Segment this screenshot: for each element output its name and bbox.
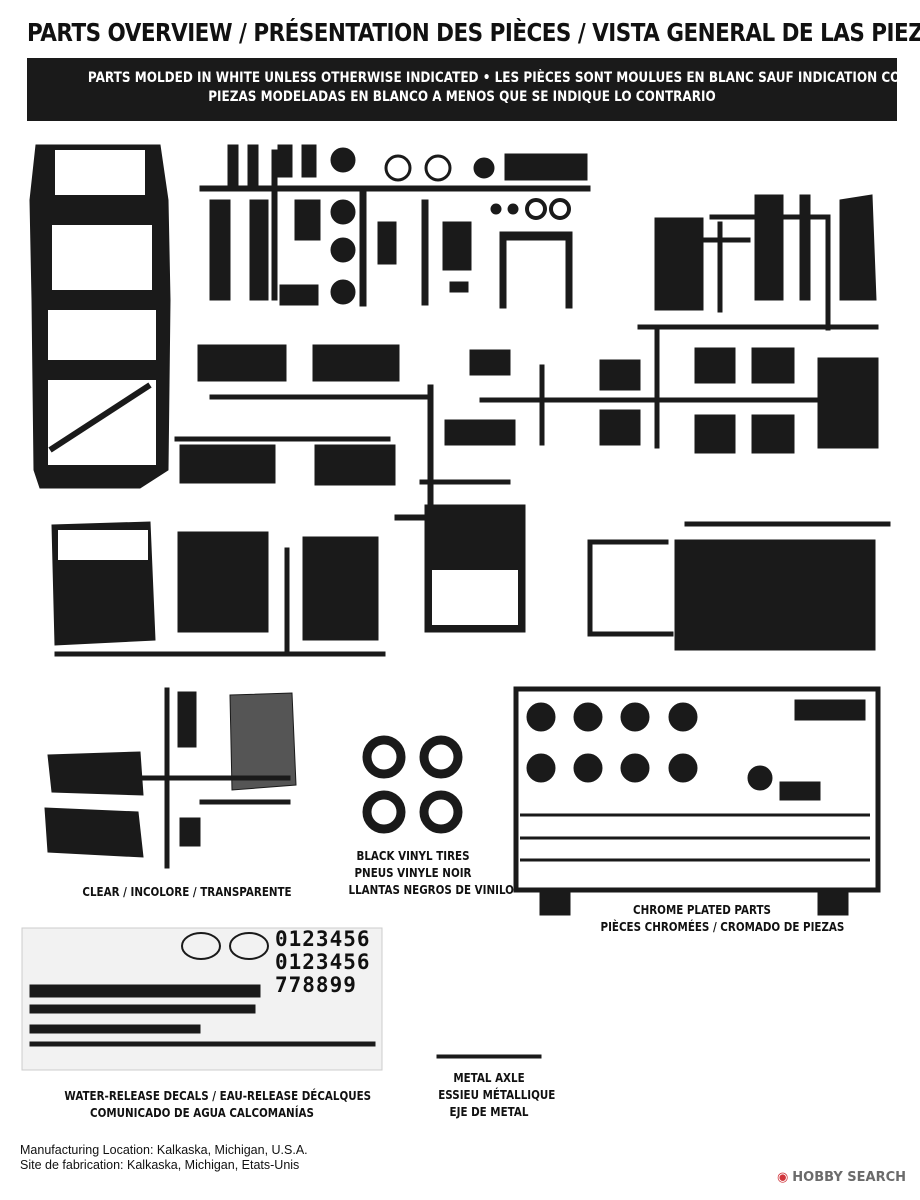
tires-caption-line-1: BLACK VINYL TIRES [356, 849, 470, 863]
decal-numbers-row-1: 0123456 [275, 927, 371, 951]
decals-caption-line-1: WATER-RELEASE DECALS / EAU-RELEASE DÉCAL… [64, 1089, 372, 1103]
tires-caption-line-2: PNEUS VINYLE NOIR [354, 866, 472, 880]
metal-axle [436, 1054, 542, 1059]
clear-parts-caption: CLEAR / INCOLORE / TRANSPARENTE [62, 884, 312, 901]
banner-line-2: PIEZAS MODELADAS EN BLANCO A MENOS QUE S… [208, 89, 716, 105]
sprue-tree-engine [199, 144, 591, 309]
sprue-tree-chassis [587, 521, 891, 651]
chrome-caption-line-2: PIÈCES CHROMÉES / CROMADO DE PIEZAS [600, 920, 845, 934]
molded-color-banner: PARTS MOLDED IN WHITE UNLESS OTHERWISE I… [27, 58, 920, 121]
chrome-caption-line-1: CHROME PLATED PARTS [633, 903, 771, 917]
watermark-text: HOBBY SEARCH [792, 1170, 906, 1185]
hobby-search-watermark: ◉ HOBBY SEARCH [777, 1170, 906, 1185]
decal-numbers: 0123456 0123456 778899 [275, 928, 371, 997]
decal-numbers-row-2: 0123456 [275, 950, 371, 974]
sprue-tree-interior [637, 194, 879, 331]
manufacturing-location: Manufacturing Location: Kalkaska, Michig… [20, 1143, 308, 1173]
tires-caption-line-3: LLANTAS NEGROS DE VINILO [348, 883, 514, 897]
car-body-shell [29, 144, 171, 489]
axle-caption-line-3: EJE DE METAL [449, 1105, 529, 1119]
tires-caption: BLACK VINYL TIRES PNEUS VINYLE NOIR LLAN… [338, 848, 514, 899]
chrome-caption: CHROME PLATED PARTS PIÈCES CHROMÉES / CR… [584, 902, 845, 936]
axle-caption-line-1: METAL AXLE [453, 1071, 525, 1085]
decal-numbers-row-3: 778899 [275, 973, 357, 997]
hobby-search-logo-icon: ◉ [776, 1170, 789, 1185]
clear-parts-label: CLEAR / INCOLORE / TRANSPARENTE [82, 885, 292, 899]
sprue-tree-panels [174, 344, 434, 526]
decals-caption-line-2: COMUNICADO DE AGUA CALCOMANÍAS [90, 1106, 314, 1120]
sprue-tree-body-panels [51, 479, 526, 657]
mfg-line-1: Manufacturing Location: Kalkaska, Michig… [20, 1143, 308, 1157]
decal-sheet [21, 927, 383, 1071]
page-title: PARTS OVERVIEW / PRÉSENTATION DES PIÈCES… [27, 18, 920, 47]
sprue-tree-seats [444, 327, 879, 454]
black-vinyl-tires [362, 735, 463, 834]
axle-caption-line-2: ESSIEU MÉTALLIQUE [438, 1088, 556, 1102]
chrome-parts-sprue [513, 686, 881, 916]
banner-line-1: PARTS MOLDED IN WHITE UNLESS OTHERWISE I… [87, 70, 920, 86]
axle-caption: METAL AXLE ESSIEU MÉTALLIQUE EJE DE META… [430, 1070, 556, 1121]
decals-caption: WATER-RELEASE DECALS / EAU-RELEASE DÉCAL… [42, 1088, 372, 1122]
mfg-line-2: Site de fabrication: Kalkaska, Michigan,… [20, 1158, 300, 1172]
clear-parts-sprue [44, 687, 297, 869]
